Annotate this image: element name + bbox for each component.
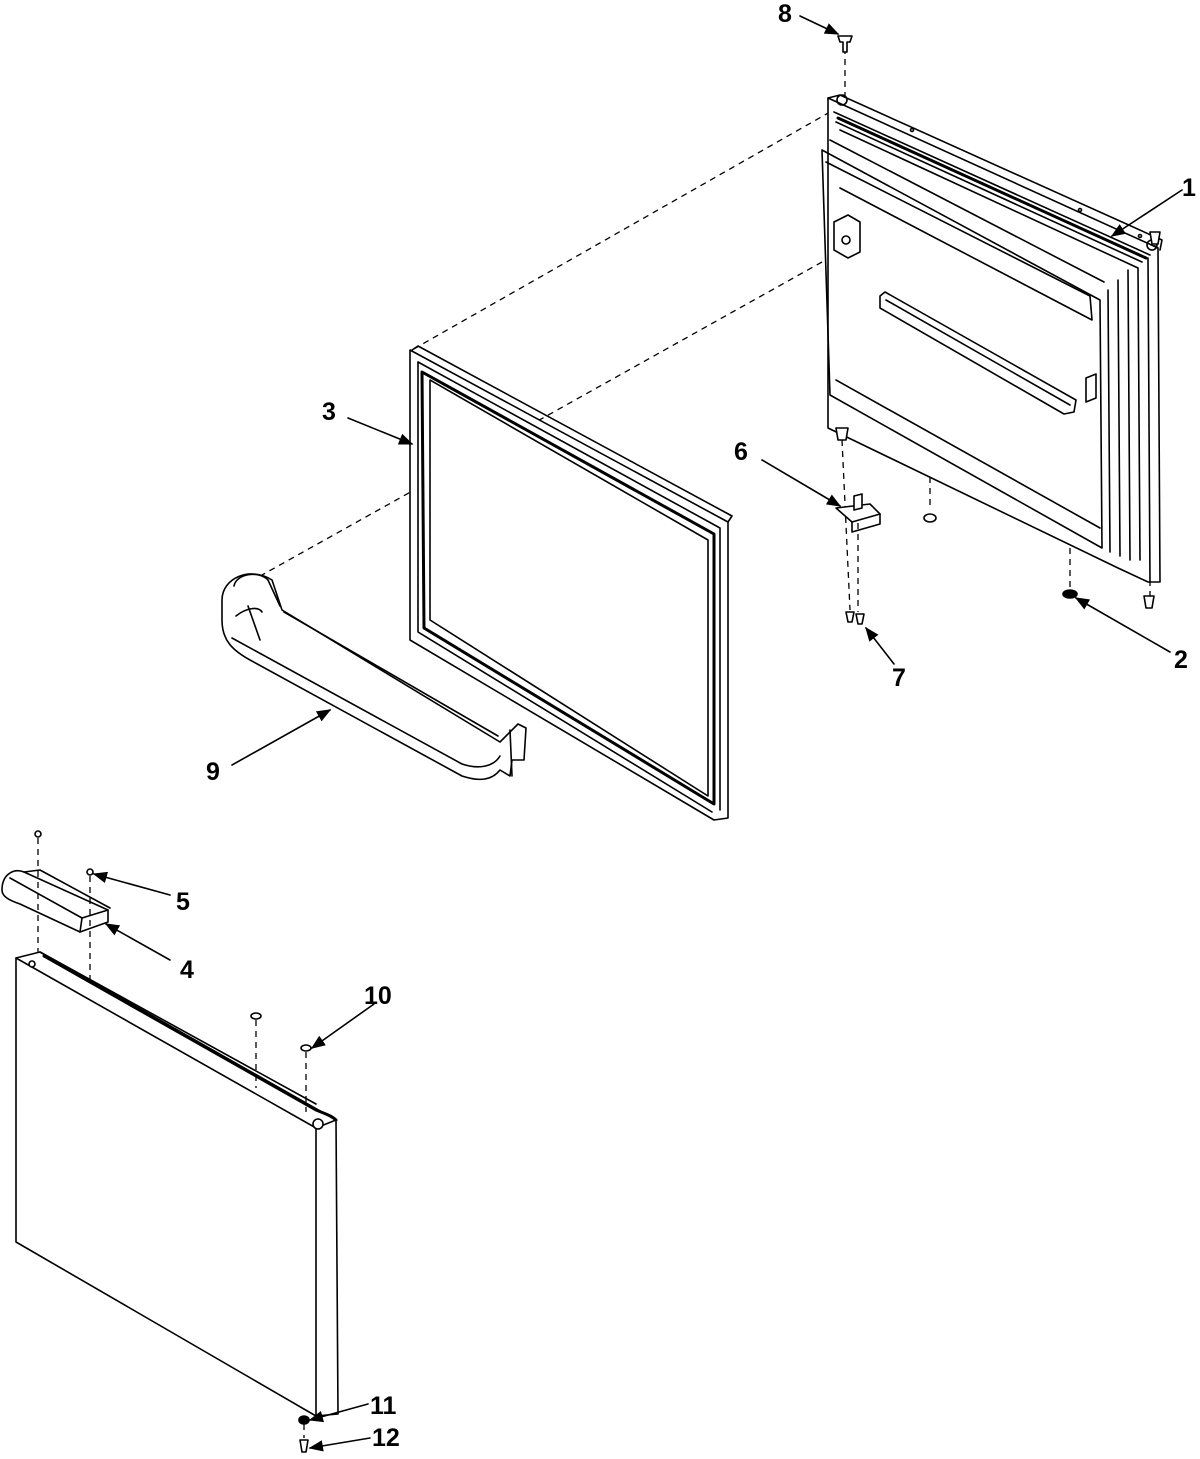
door-gasket-part-3 <box>409 345 733 821</box>
hinge-pin-part-10 <box>250 1012 312 1112</box>
top-screw-part-8 <box>837 35 853 53</box>
callout-1: 1 <box>1182 174 1196 202</box>
callout-4: 4 <box>180 956 194 984</box>
lower-door-panel <box>15 951 339 1417</box>
callout-9: 9 <box>206 758 220 786</box>
door-shelf-part-9 <box>221 573 527 781</box>
hinge-bracket-part-6 <box>835 493 881 533</box>
callout-3: 3 <box>322 398 336 426</box>
bumper-part-2 <box>923 513 1078 599</box>
callout-12: 12 <box>372 1424 400 1452</box>
callout-10: 10 <box>364 982 392 1010</box>
alignment-dashed-lines <box>261 48 1156 612</box>
callout-5: 5 <box>176 888 190 916</box>
callout-2: 2 <box>1174 646 1188 674</box>
screws-part-7 <box>845 611 865 625</box>
callout-7: 7 <box>892 664 906 692</box>
liner-screws <box>835 231 1161 609</box>
callout-6: 6 <box>734 438 748 466</box>
leader-arrows <box>92 15 1183 1452</box>
handle-part-4 <box>1 869 111 933</box>
callout-8: 8 <box>778 0 792 28</box>
door-liner-part-1 <box>821 94 1163 583</box>
bottom-parts-11-12 <box>298 1415 310 1453</box>
callout-11: 11 <box>370 1392 397 1420</box>
